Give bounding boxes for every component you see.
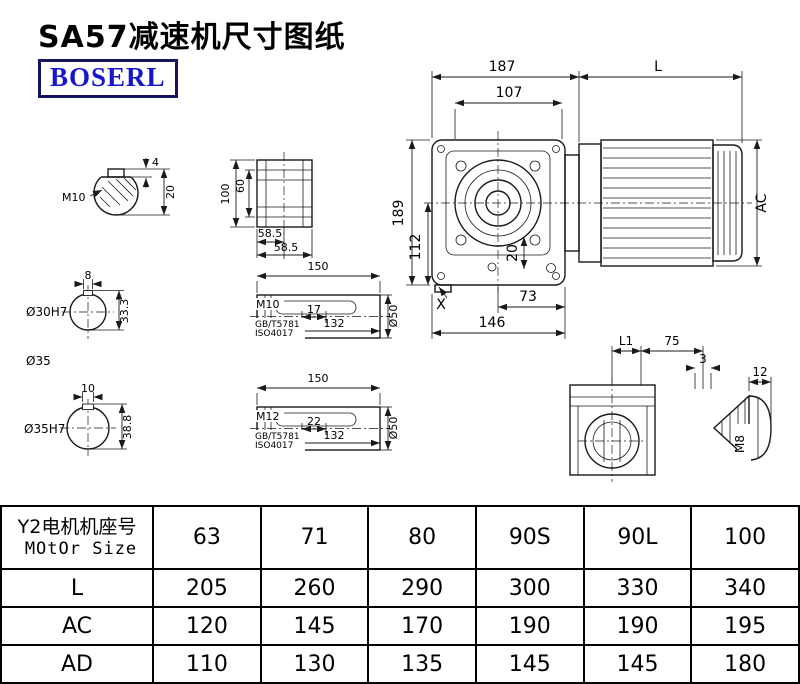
- dim-150: 150: [308, 260, 329, 273]
- table-cell: 110: [152, 644, 262, 684]
- output-side-view: L1 75 3: [569, 334, 720, 482]
- table-cell: 180: [690, 644, 800, 684]
- bolt-detail-view: 12 M8: [712, 365, 772, 464]
- table-cell: 130: [259, 644, 370, 684]
- table-cell: 63: [152, 504, 262, 571]
- flange-section-view: 100 60 58.5 58.5: [219, 152, 313, 259]
- dim-58-5-a: 58.5: [258, 227, 283, 240]
- dim-75: 75: [664, 334, 679, 348]
- table-cell: 100: [690, 504, 800, 571]
- shaft1-standard-gb: GB/T5781: [255, 320, 300, 330]
- dim-17: 17: [307, 303, 321, 316]
- table-cell: 205: [152, 568, 262, 609]
- dim-132: 132: [324, 317, 345, 330]
- bore30-label: Ø30H7: [26, 305, 67, 319]
- row-label: L: [0, 568, 154, 609]
- bore35-section-view: 10 Ø35H7 38.8: [24, 382, 134, 456]
- dim-146: 146: [479, 315, 506, 331]
- table-cell: 80: [367, 504, 477, 571]
- table-cell: 195: [690, 606, 800, 647]
- dim-key-height: 4: [152, 156, 159, 169]
- table-cell: 120: [152, 606, 262, 647]
- brand-logo: BOSERL: [38, 59, 178, 98]
- dim-12: 12: [752, 365, 767, 379]
- table-cell: 340: [690, 568, 800, 609]
- dim-60: 60: [234, 179, 247, 193]
- motor-size-header-cell: Y2电机机座号 MOtOr Size: [0, 504, 154, 571]
- table-cell: 300: [474, 568, 585, 609]
- table-row-L: L 205 260 290 300 330 340: [0, 568, 800, 609]
- key-cross-section-view: M10 4 20: [62, 156, 177, 216]
- hollow-shaft-view-1: 150 M10 GB/T5781 ISO4017 17 132 Ø50: [250, 260, 400, 339]
- table-cell: 90L: [582, 504, 693, 571]
- x-marker-label: X: [436, 297, 446, 313]
- motor-size-label-en: MOtOr Size: [24, 538, 138, 559]
- table-cell: 145: [582, 644, 693, 684]
- table-cell: 71: [259, 504, 370, 571]
- dim-73: 73: [519, 289, 537, 305]
- dim-150: 150: [308, 372, 329, 385]
- table-cell: 90S: [474, 504, 585, 571]
- shaft1-thread-label: M10: [256, 298, 280, 311]
- motor-fins: [603, 147, 711, 259]
- dim-d50: Ø50: [387, 417, 400, 440]
- table-row-AD: AD 110 130 135 145 145 180: [0, 644, 800, 684]
- main-top-view: 187 L 107 189 112 20 AC 73 146 X: [391, 59, 770, 339]
- table-row-AC: AC 120 145 170 190 190 195: [0, 606, 800, 647]
- dim-112: 112: [408, 234, 424, 261]
- dim-AC: AC: [754, 193, 770, 212]
- dim-L: L: [654, 59, 662, 75]
- shaft2-standard-gb: GB/T5781: [255, 432, 300, 442]
- shaft1-standard-iso: ISO4017: [255, 329, 293, 339]
- fan-grille: [717, 151, 737, 255]
- table-cell: 145: [474, 644, 585, 684]
- dim-20: 20: [164, 185, 177, 199]
- hollow-shaft-view-2: 150 M12 GB/T5781 ISO4017 22 132 Ø50: [250, 372, 400, 451]
- dim-107: 107: [496, 85, 523, 101]
- page-title: SA57减速机尺寸图纸: [38, 20, 346, 55]
- dim-d50: Ø50: [387, 305, 400, 328]
- table-cell: 135: [367, 644, 477, 684]
- dim-189: 189: [391, 200, 407, 227]
- table-cell: 330: [582, 568, 693, 609]
- dimension-table: Y2电机机座号 MOtOr Size 63 71 80 90S 90L 100 …: [0, 504, 800, 684]
- dim-58-5-b: 58.5: [274, 241, 299, 254]
- dim-20: 20: [505, 244, 521, 262]
- table-row-motor-size: Y2电机机座号 MOtOr Size 63 71 80 90S 90L 100: [0, 504, 800, 571]
- bore30-section-view: 8 Ø30H7 33.3 Ø35: [26, 269, 131, 368]
- thread-label: M10: [62, 191, 86, 204]
- bolt-holes: [437, 145, 560, 280]
- table-cell: 170: [367, 606, 477, 647]
- shaft2-thread-label: M12: [256, 410, 280, 423]
- bore35-label: Ø35H7: [24, 422, 65, 436]
- technical-drawing: M10 4 20 100 60 58.5 58.5: [24, 59, 772, 482]
- motor-size-label-cn: Y2电机机座号: [17, 516, 137, 539]
- dim-100: 100: [219, 184, 232, 205]
- table-cell: 190: [582, 606, 693, 647]
- hatching: [99, 177, 137, 208]
- dim-3: 3: [699, 352, 707, 366]
- shaft2-standard-iso: ISO4017: [255, 441, 293, 451]
- dim-L1: L1: [619, 334, 633, 348]
- dim-keyway-8: 8: [85, 269, 92, 282]
- dim-keyway-10: 10: [81, 382, 95, 395]
- dim-M8: M8: [733, 435, 747, 453]
- dim-38-8: 38.8: [121, 415, 134, 440]
- shaft-d35-label: Ø35: [26, 354, 51, 368]
- table-cell: 290: [367, 568, 477, 609]
- row-label: AC: [0, 606, 154, 647]
- dim-187: 187: [489, 59, 516, 75]
- row-label: AD: [0, 644, 154, 684]
- dim-33-3: 33.3: [118, 299, 131, 324]
- table-cell: 145: [259, 606, 370, 647]
- dim-22: 22: [307, 415, 321, 428]
- dim-132: 132: [324, 429, 345, 442]
- table-cell: 260: [259, 568, 370, 609]
- table-cell: 190: [474, 606, 585, 647]
